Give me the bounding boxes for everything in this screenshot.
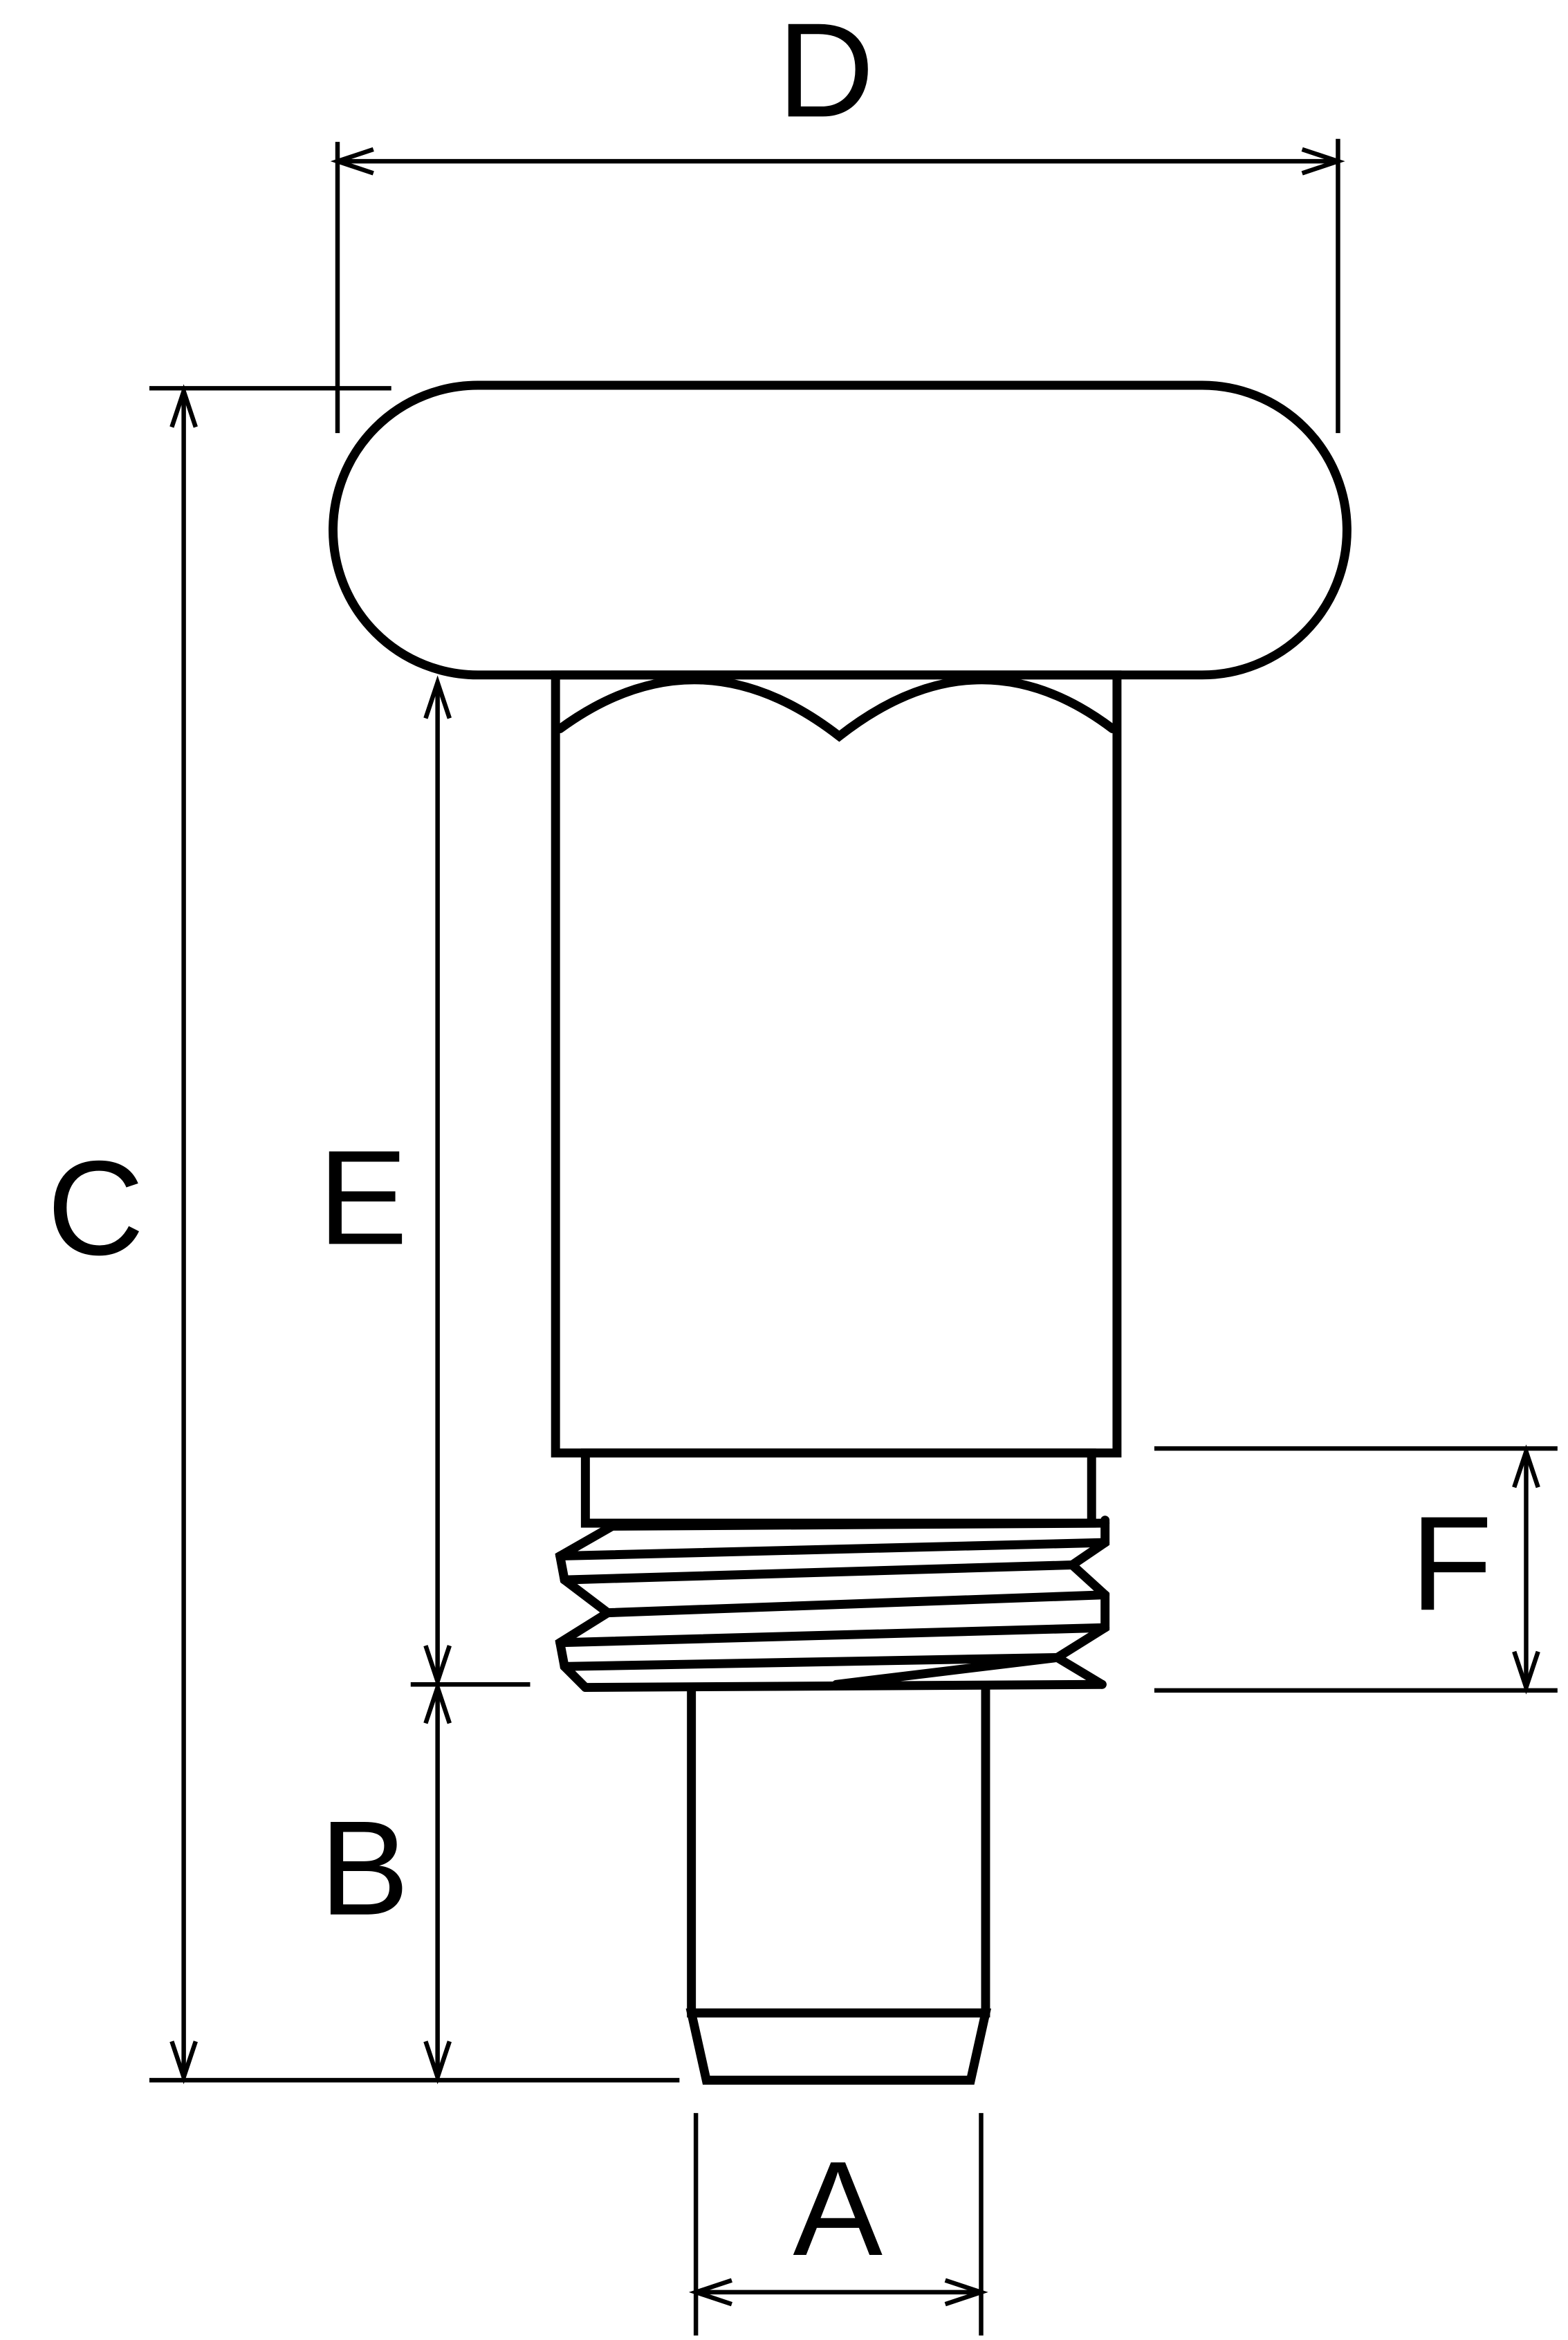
arrowhead [688, 2278, 732, 2307]
arrowhead [1512, 1444, 1540, 1489]
arrowhead [330, 147, 374, 176]
thread [555, 1516, 1110, 1693]
arrowhead [944, 2278, 988, 2307]
arrowhead [1512, 1650, 1540, 1695]
thread-crest-line [560, 1560, 1077, 1585]
plunger-pin [687, 1683, 990, 2018]
thread-crest-line [560, 1652, 1062, 1671]
dimension-c: C [47, 384, 680, 2085]
dimension-label-f: F [1410, 1489, 1493, 1639]
knob-head [329, 380, 1352, 680]
arrowhead [423, 675, 452, 719]
arrowhead [169, 384, 198, 428]
arrowhead [423, 1680, 452, 1724]
dimension-label-d: D [777, 0, 874, 145]
thread-crest-line [607, 1518, 1110, 1531]
dimension-label-b: B [320, 1794, 409, 1944]
body-scallop-edge [555, 675, 1117, 742]
thread-crest-line [831, 1652, 1062, 1689]
part-outline [329, 380, 1352, 2085]
dimension-a: A [688, 2112, 988, 2336]
body-cylinder [551, 670, 1122, 1458]
thread-bottom-line [580, 1679, 1107, 1693]
dimension-b: B [320, 1680, 452, 2085]
thread-crest-line [555, 1623, 1110, 1648]
dimension-e: E [318, 675, 531, 1689]
pin-chamfer-tip [685, 2008, 992, 2085]
arrowhead [1301, 147, 1345, 176]
dimension-label-e: E [318, 1123, 408, 1273]
arrowhead [423, 2040, 452, 2085]
collar [580, 1448, 1096, 1528]
dimension-d: D [330, 0, 1345, 434]
dimension-label-c: C [47, 1133, 144, 1283]
arrowhead [169, 2040, 198, 2085]
dimension-label-a: A [793, 2134, 883, 2284]
thread-crest-line [603, 1590, 1110, 1618]
thread-crest-line [555, 1538, 1110, 1561]
dimension-f: F [1154, 1444, 1558, 1695]
